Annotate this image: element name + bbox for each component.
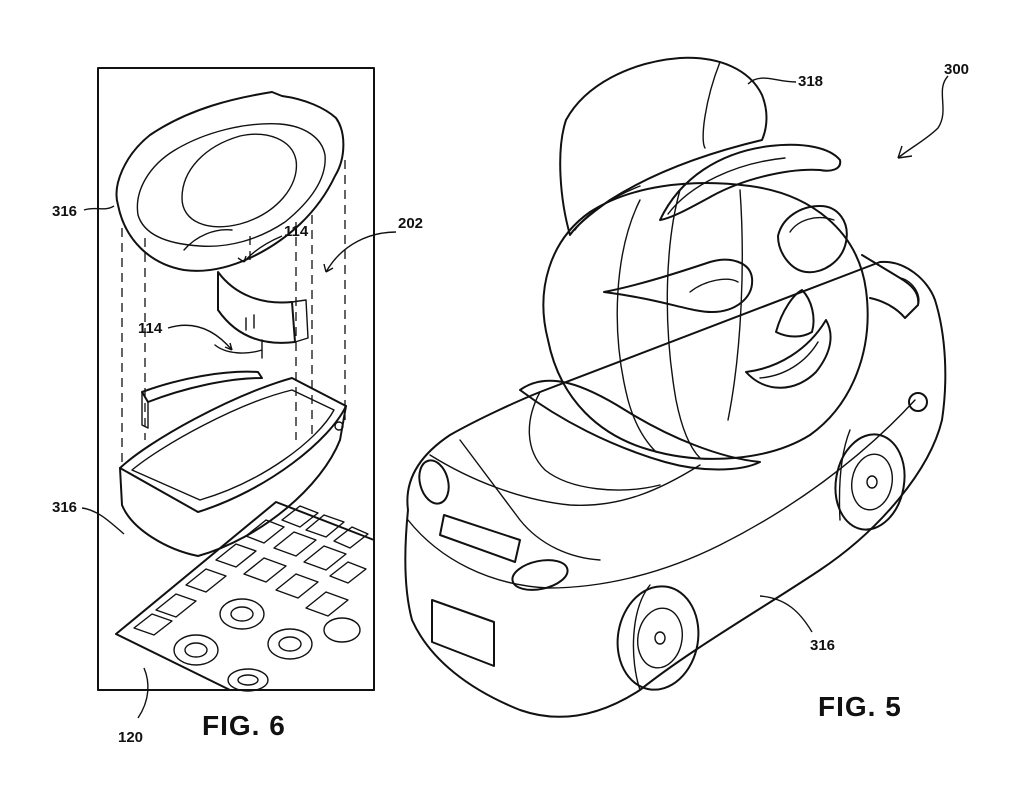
label-316-body: 316 (810, 637, 835, 654)
fig5-wheel-front (616, 585, 700, 691)
label-318: 318 (798, 73, 823, 90)
fig5-nose (775, 289, 815, 338)
leader-assembly (897, 75, 949, 159)
fig5-rear-deck (861, 254, 920, 319)
caption-fig5: FIG. 5 (818, 691, 902, 722)
fig5-cap (559, 56, 842, 236)
leader-divider-upper (237, 235, 283, 263)
fig5-headlight-right (511, 559, 569, 591)
leader-body (759, 595, 813, 633)
fig5-eye-right (777, 205, 848, 274)
fig6-base-tray (119, 377, 347, 557)
fig6-sticker-sheet (115, 501, 375, 692)
fig6-divider-upper (217, 271, 309, 344)
fig6-assembly-lines (121, 160, 346, 465)
label-114-lower: 114 (138, 320, 163, 337)
fig6-exploded-view: 316 316 114 114 202 120 FIG. 6 (52, 67, 423, 746)
leader-base (81, 507, 125, 535)
fig5-headlight-left (418, 459, 450, 505)
label-120: 120 (118, 729, 143, 746)
label-300: 300 (944, 61, 969, 78)
fig5-assembled-view: 318 300 316 FIG. 5 (404, 56, 969, 722)
fig6-insert-strip (141, 370, 263, 429)
fig5-car-body (404, 260, 947, 718)
leader-hat (747, 77, 797, 85)
fig5-grille (439, 514, 521, 563)
leader-sheet (137, 667, 149, 719)
fig5-side-light (908, 392, 928, 412)
fig5-eye-left (603, 258, 754, 313)
fig5-pumpkin-head (542, 182, 869, 460)
label-316-lid: 316 (52, 203, 77, 220)
fig5-wheel-rear (834, 433, 906, 531)
label-316-base: 316 (52, 499, 77, 516)
fig5-cap-brim (659, 143, 842, 221)
fig5-cockpit-rim (519, 379, 761, 471)
leader-lid (83, 205, 115, 211)
fig6-divider-lower (214, 339, 263, 359)
leader-divider-lower (167, 324, 233, 351)
fig6-lid (115, 91, 345, 272)
fig5-mouth (745, 319, 832, 389)
fig5-license-plate (431, 599, 495, 667)
label-114-upper: 114 (284, 223, 309, 240)
leader-insert (323, 231, 397, 273)
caption-fig6: FIG. 6 (202, 710, 286, 741)
label-202: 202 (398, 215, 423, 232)
